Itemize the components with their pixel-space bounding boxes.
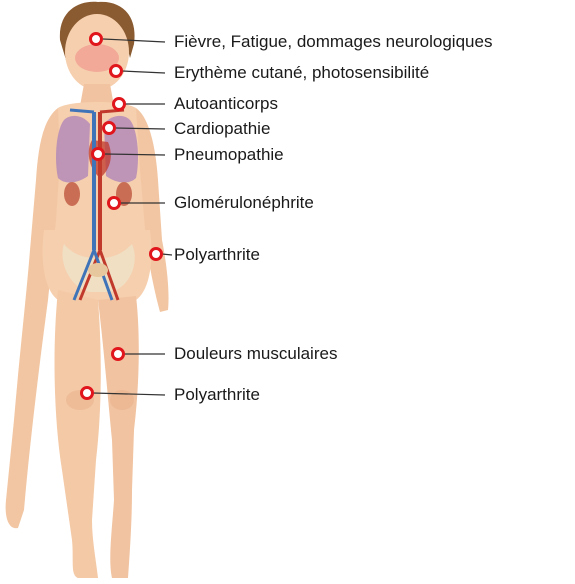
- human-body-figure: [6, 2, 169, 578]
- label-polyarthritis-knee: Polyarthrite: [174, 385, 260, 405]
- label-polyarthritis-hand: Polyarthrite: [174, 245, 260, 265]
- marker-lungs: [93, 149, 104, 160]
- right-leg: [98, 296, 139, 578]
- bladder: [88, 263, 108, 277]
- label-cardiopathy: Cardiopathie: [174, 119, 270, 139]
- left-leg: [55, 290, 101, 578]
- marker-face: [111, 66, 122, 77]
- marker-kidney: [109, 198, 120, 209]
- label-glomerulonephritis: Glomérulonéphrite: [174, 193, 314, 213]
- marker-hand-joint: [151, 249, 162, 260]
- leader-line: [122, 71, 165, 73]
- left-kidney: [64, 182, 80, 206]
- marker-knee-joint: [82, 388, 93, 399]
- label-skin-rash: Erythème cutané, photosensibilité: [174, 63, 429, 83]
- marker-autoantibodies: [114, 99, 125, 110]
- label-autoantibodies: Autoanticorps: [174, 94, 278, 114]
- left-lung: [56, 116, 90, 183]
- marker-heart: [104, 123, 115, 134]
- marker-head: [91, 34, 102, 45]
- marker-thigh-muscle: [113, 349, 124, 360]
- label-fever-fatigue: Fièvre, Fatigue, dommages neurologiques: [174, 32, 492, 52]
- label-pneumopathy: Pneumopathie: [174, 145, 284, 165]
- left-arm: [6, 108, 60, 528]
- label-muscle-pain: Douleurs musculaires: [174, 344, 337, 364]
